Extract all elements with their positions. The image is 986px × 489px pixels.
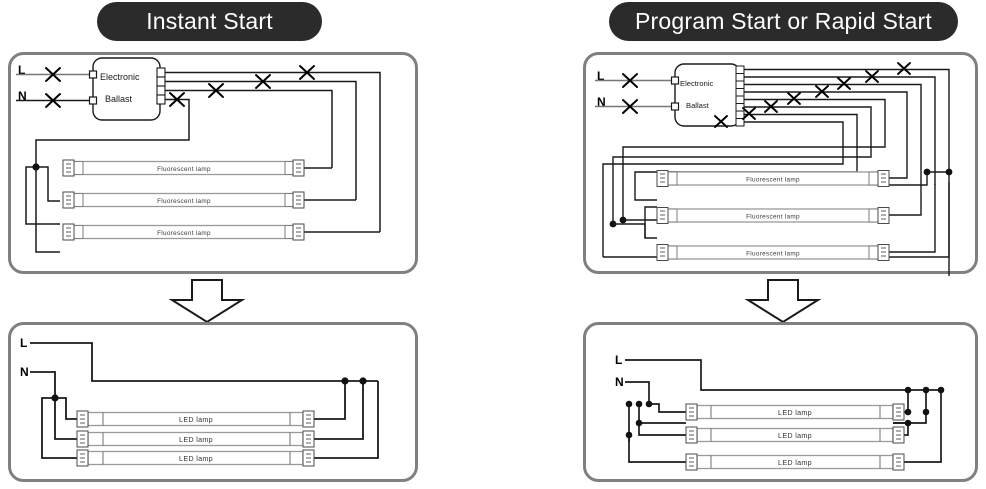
- ballast-input-terminal: [670, 76, 680, 111]
- junction-dot: [341, 377, 367, 385]
- fluorescent-lamp-row: Fluorescent lamp: [656, 244, 890, 261]
- left-feed-bus: [25, 166, 60, 253]
- fluorescent-lamp-row: Fluorescent lamp: [62, 223, 305, 241]
- lamp-label: Fluorescent lamp: [157, 198, 211, 205]
- ballast-output-terminal-block: [735, 65, 745, 127]
- lamp-label: Fluorescent lamp: [746, 251, 800, 258]
- arrow-right: [742, 278, 832, 324]
- led-lamp-row: LED lamp: [685, 453, 905, 471]
- lamp-label: Fluorescent lamp: [157, 230, 211, 237]
- right-return-wires: [298, 167, 380, 233]
- supply-label-N: N: [20, 365, 29, 379]
- junction-dot: [923, 168, 953, 176]
- junction-dot: [904, 386, 945, 427]
- return-wires: [308, 381, 379, 459]
- cut-mark-icon: [622, 73, 638, 114]
- ballast-output-wires: [35, 71, 381, 232]
- line-wire: [30, 342, 378, 382]
- down-arrow-icon: [744, 279, 822, 324]
- fluorescent-lamp-row: Fluorescent lamp: [62, 191, 305, 209]
- lamp-label: Fluorescent lamp: [746, 177, 800, 184]
- lamp-socket-icon: [656, 170, 890, 187]
- ballast-label-line2: Ballast: [686, 101, 710, 110]
- electronic-ballast-box: [674, 63, 741, 127]
- lamp-label: Fluorescent lamp: [746, 214, 800, 221]
- cut-mark-icon: [714, 62, 911, 128]
- lamp-label: LED lamp: [778, 408, 812, 417]
- lamp-label: LED lamp: [179, 454, 213, 463]
- left-feed-wires: [603, 182, 657, 258]
- supply-label-N: N: [18, 89, 27, 103]
- junction-dot: [32, 163, 40, 171]
- supply-wires: [595, 79, 675, 108]
- supply-label-L: L: [20, 336, 27, 350]
- supply-label-L: L: [18, 63, 25, 77]
- line-wire: [625, 359, 941, 391]
- panel-instant-start-led: L N: [8, 322, 418, 482]
- led-lamp-row: LED lamp: [685, 403, 905, 421]
- supply-label-L: L: [615, 353, 622, 367]
- lamp-label: LED lamp: [179, 435, 213, 444]
- fluorescent-lamp-row: Fluorescent lamp: [62, 159, 305, 177]
- lamp-label: Fluorescent lamp: [157, 166, 211, 173]
- panel-border: [8, 322, 418, 482]
- neutral-wire: [625, 381, 686, 463]
- supply-label-L: L: [597, 69, 604, 83]
- supply-label-N: N: [597, 95, 606, 109]
- ballast-input-terminal: [88, 70, 98, 105]
- ballast-label-line1: Electronic: [100, 72, 140, 82]
- panel-border: [583, 322, 978, 482]
- ballast-output-wires: [602, 68, 950, 276]
- panel-instant-start-fluorescent: L N Electronic Ballast: [8, 52, 418, 274]
- panel-program-start-fluorescent: L N Electronic Ballast: [583, 52, 978, 276]
- arrow-left: [166, 278, 256, 324]
- panel-border: [583, 52, 978, 274]
- panel-border: [8, 52, 418, 274]
- led-lamp-row: LED lamp: [76, 449, 315, 467]
- supply-label-N: N: [615, 375, 624, 389]
- ballast-output-terminal-block: [156, 67, 166, 105]
- fluorescent-lamp-row: Fluorescent lamp: [656, 207, 890, 224]
- lamp-label: LED lamp: [778, 431, 812, 440]
- cut-mark-icon: [169, 65, 315, 107]
- section-title-program-rapid-start: Program Start or Rapid Start: [609, 2, 958, 41]
- ballast-label-line2: Ballast: [105, 94, 133, 104]
- ballast-label-line1: Electronic: [680, 79, 714, 88]
- panel-program-start-led: L N: [583, 322, 978, 482]
- junction-dot: [625, 400, 653, 439]
- fluorescent-lamp-row: Fluorescent lamp: [656, 170, 890, 187]
- led-lamp-row: LED lamp: [685, 426, 905, 444]
- lamp-socket-icon: [656, 207, 890, 224]
- neutral-wire: [30, 371, 78, 459]
- section-title-instant-start: Instant Start: [97, 2, 322, 41]
- junction-dot: [51, 394, 59, 402]
- down-arrow-icon: [168, 279, 246, 324]
- led-lamp-row: LED lamp: [76, 430, 315, 448]
- cut-mark-icon: [45, 67, 61, 108]
- lamp-socket-icon: [656, 244, 890, 261]
- led-lamp-row: LED lamp: [76, 410, 315, 428]
- junction-dot: [609, 216, 627, 228]
- return-wires: [893, 390, 942, 463]
- lamp-label: LED lamp: [179, 415, 213, 424]
- lamp-label: LED lamp: [778, 458, 812, 467]
- electronic-ballast-box: [92, 57, 161, 121]
